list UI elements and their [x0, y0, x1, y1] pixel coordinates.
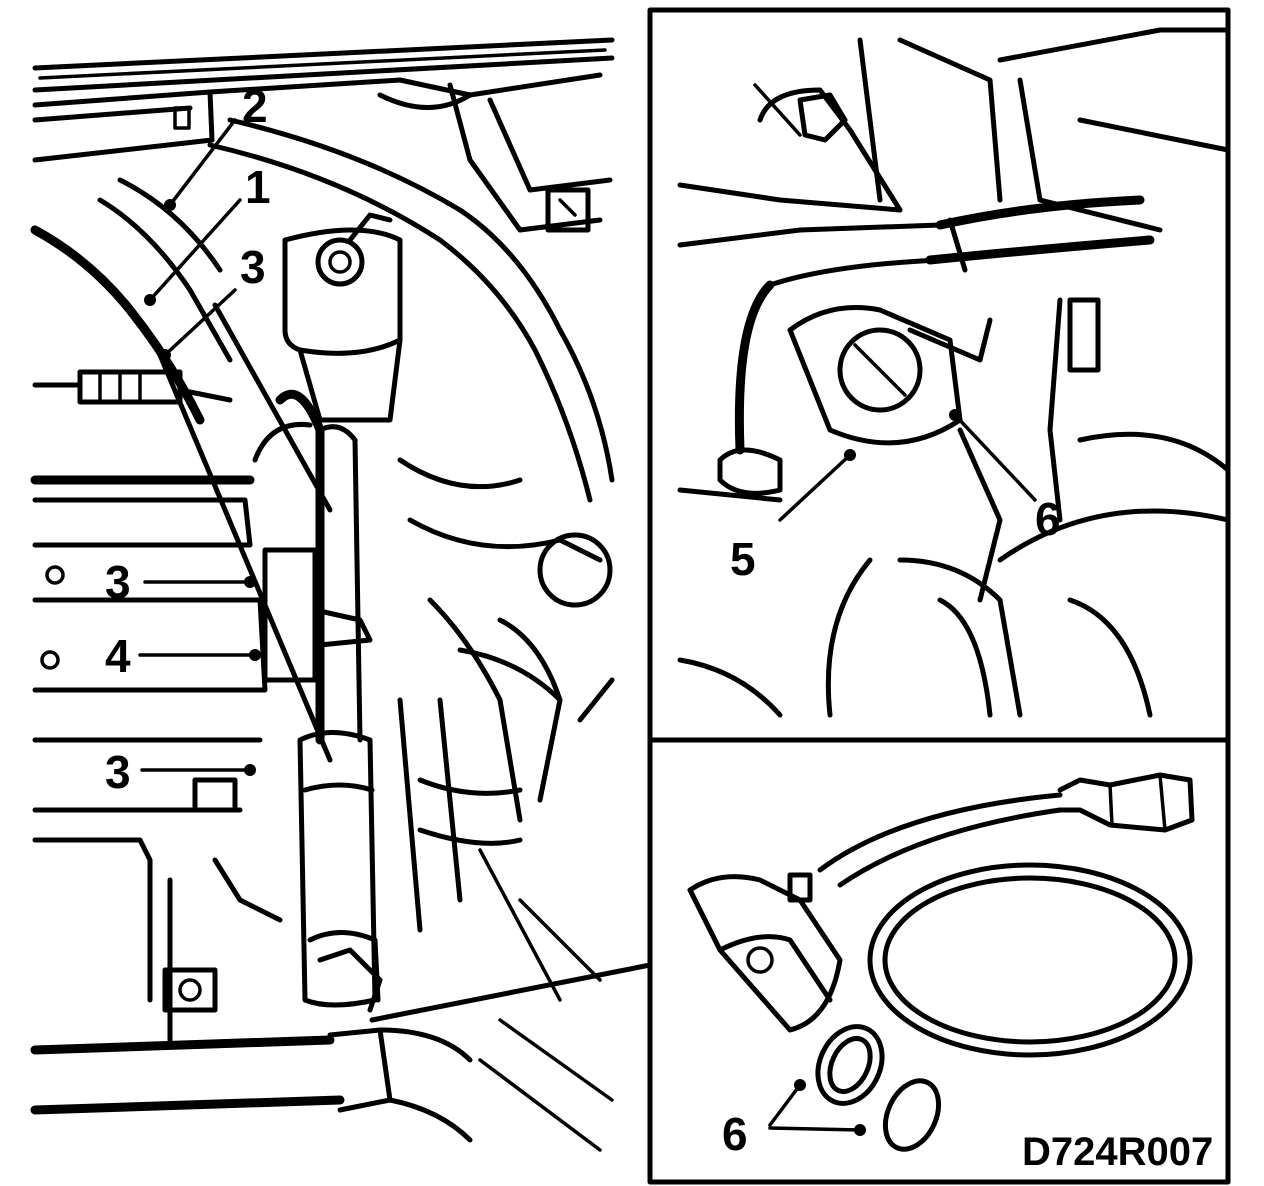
callout-4: 4 [105, 630, 131, 682]
callout-3-bottom: 3 [105, 746, 131, 798]
callout-5: 5 [730, 533, 756, 585]
callout-3-top: 3 [240, 241, 266, 293]
callout-1: 1 [245, 161, 271, 213]
bottom-inset-sensor-detail [687, 772, 1195, 1152]
main-engine-view [30, 37, 653, 1152]
top-inset-sensor-location [647, 7, 1231, 1185]
callout-2: 2 [242, 80, 268, 132]
callout-6-top: 6 [1035, 493, 1061, 545]
callout-3-middle: 3 [105, 556, 131, 608]
callout-6-bottom: 6 [722, 1108, 748, 1160]
drawing-code: D724R007 [1022, 1130, 1213, 1174]
